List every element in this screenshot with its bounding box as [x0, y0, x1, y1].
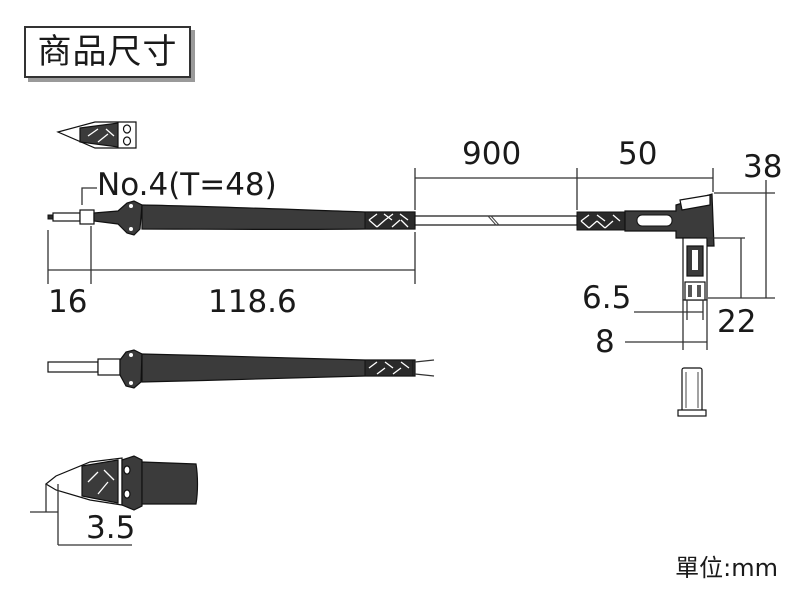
plug-cap-drawing	[677, 367, 707, 417]
unit-label: 單位:mm	[675, 554, 778, 582]
tip-cap-drawing	[56, 121, 137, 149]
tip-model-label: No.4(T=48)	[97, 167, 277, 203]
probe-side-view	[47, 349, 435, 389]
connector-height-label: 38	[743, 149, 782, 185]
tip-width-label: 3.5	[86, 510, 135, 546]
plug-length-label: 22	[717, 304, 756, 340]
probe-length-label: 118.6	[208, 284, 297, 320]
plug-inner-diameter-label: 6.5	[582, 280, 631, 316]
cable-length-label: 900	[462, 136, 521, 172]
tip-closeup-drawing	[30, 455, 199, 546]
plug-outer-diameter-label: 8	[595, 324, 615, 360]
page-title: 商品尺寸	[24, 26, 191, 78]
dimension-lines	[47, 168, 775, 350]
connector-length-label: 50	[618, 136, 657, 172]
main-probe-drawing	[47, 193, 715, 301]
tip-length-label: 16	[48, 284, 87, 320]
